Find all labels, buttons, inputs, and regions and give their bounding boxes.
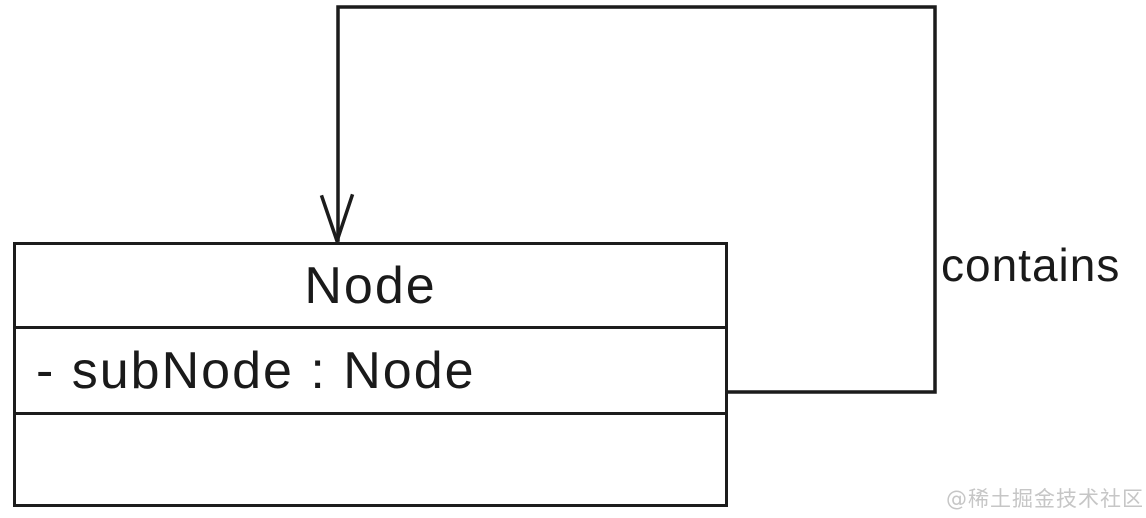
association-label: contains [941, 239, 1121, 291]
class-name: Node [304, 256, 437, 315]
attribute-text: - subNode : Node [36, 341, 476, 400]
watermark: @稀土掘金技术社区 [946, 487, 1144, 511]
association-path [336, 5, 937, 394]
class-name-compartment: Node [16, 245, 725, 329]
arrowhead-icon [319, 193, 355, 247]
attributes-compartment: - subNode : Node [16, 329, 725, 415]
methods-compartment [16, 415, 725, 504]
class-box-node: Node - subNode : Node [13, 242, 728, 507]
